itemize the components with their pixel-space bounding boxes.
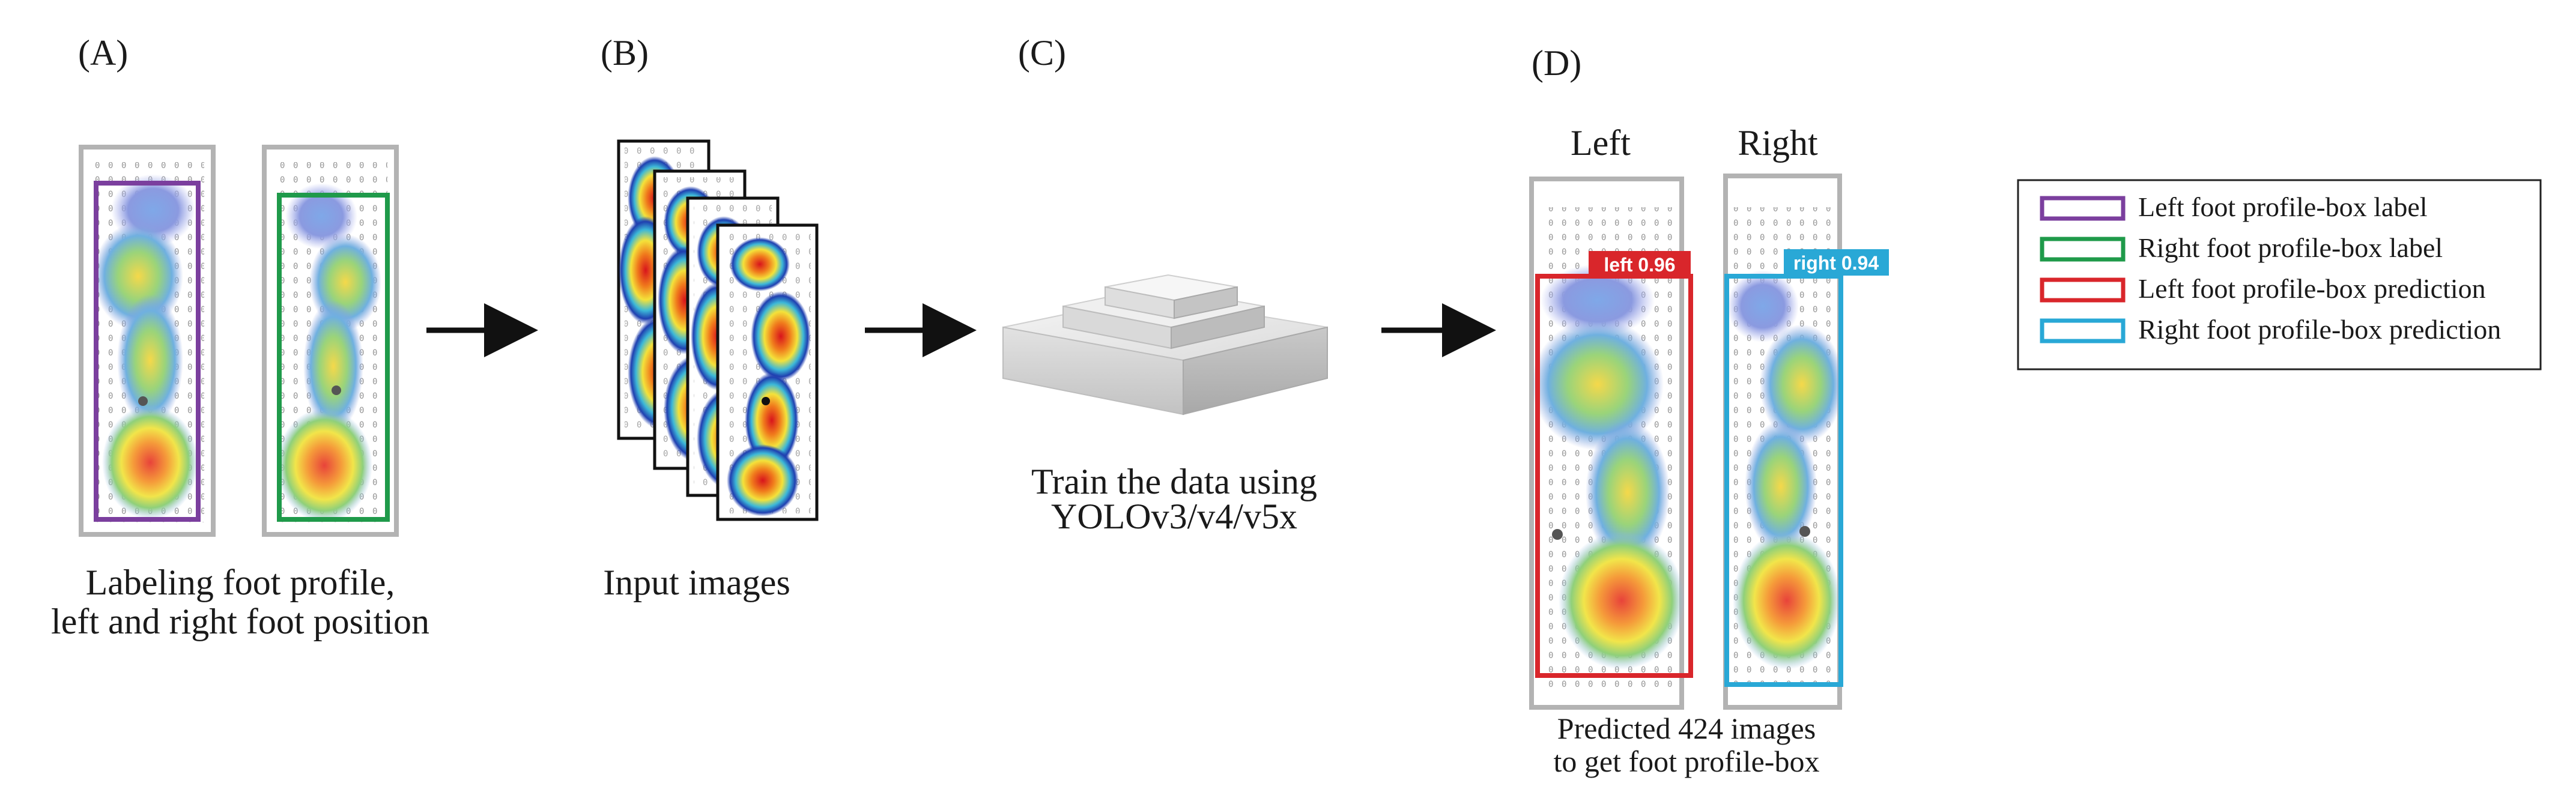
panel-c-caption-line2: YOLOv3/v4/v5x (1051, 497, 1297, 536)
legend-swatch-3 (2040, 318, 2126, 343)
panel-d-caption-line1: Predicted 424 images (1557, 712, 1816, 745)
panel-a-label: (A) (78, 33, 128, 73)
legend-swatch-2 (2040, 277, 2126, 303)
right-prediction-tag-text: right 0.94 (1793, 252, 1879, 274)
left-foot-label-box (94, 181, 201, 522)
panel-b: (B) (601, 33, 819, 602)
panel-a-left-foot-image (79, 145, 216, 537)
panel-b-caption: Input images (603, 563, 790, 602)
panel-c-label: (C) (1018, 33, 1066, 73)
panel-a-caption-line1: Labeling foot profile, (86, 563, 395, 602)
legend-frame (2017, 179, 2542, 370)
panel-d: (D) Left Right left 0.96 ri (1529, 43, 1889, 778)
legend-label-1: Right foot profile-box label (2138, 232, 2443, 263)
right-prediction-image: right 0.94 (1723, 174, 1889, 710)
input-image-stack (617, 139, 819, 521)
legend-swatch-1 (2040, 237, 2126, 262)
panel-d-left-title: Left (1571, 123, 1631, 163)
left-prediction-tag-text: left 0.96 (1604, 254, 1675, 276)
panel-d-right-title: Right (1738, 123, 1818, 163)
panel-a: (A) Labeling foot profile, left and righ… (51, 33, 429, 641)
panel-d-label: (D) (1532, 43, 1581, 83)
right-prediction-tag (1784, 249, 1889, 276)
panel-a-caption-line2: left and right foot position (51, 602, 429, 641)
right-foot-label-box (277, 193, 390, 522)
panel-c: (C) Train the data using YOLOv3/v4/v5x (1002, 33, 1328, 536)
legend-label-0: Left foot profile-box label (2138, 192, 2428, 222)
panel-c-caption-line1: Train the data using (1031, 462, 1317, 501)
training-pyramid-icon (1002, 274, 1328, 416)
panel-a-right-foot-image (262, 145, 399, 537)
left-prediction-image: left 0.96 (1529, 177, 1693, 710)
left-prediction-tag (1589, 251, 1691, 277)
panel-d-caption-line2: to get foot profile-box (1554, 745, 1820, 778)
legend-label-2: Left foot profile-box prediction (2138, 273, 2486, 304)
right-foot-prediction-box (1724, 274, 1843, 687)
legend-label-3: Right foot profile-box prediction (2138, 314, 2501, 345)
panel-b-label: (B) (601, 33, 649, 73)
legend-swatch-0 (2040, 196, 2126, 221)
